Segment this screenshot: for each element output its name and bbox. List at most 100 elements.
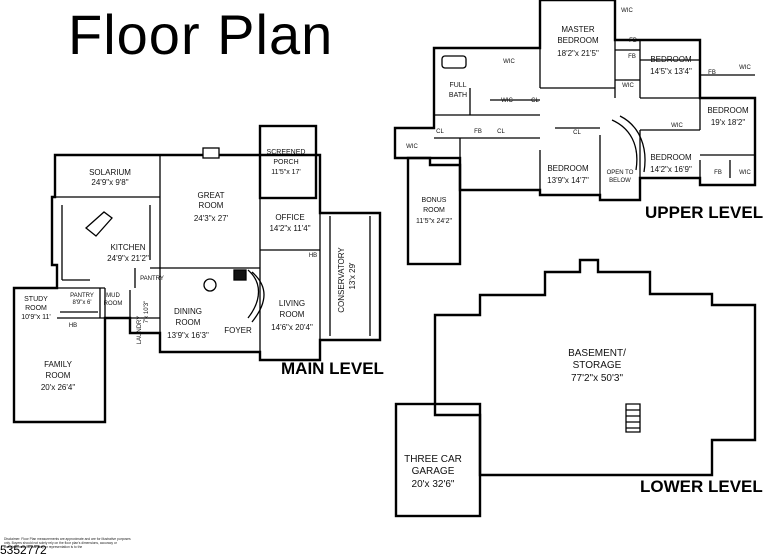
family-room-label-1: FAMILY (44, 360, 73, 369)
bedroom-a-label: BEDROOM (650, 55, 692, 64)
upper-level-label: UPPER LEVEL (645, 203, 764, 222)
wic-label-6: WIC (671, 123, 683, 129)
open-to-below-2: BELOW (609, 178, 631, 184)
great-room-label-1: GREAT (198, 191, 225, 200)
foyer-label: FOYER (224, 326, 252, 335)
laundry-label: LAUNDRY (137, 316, 143, 345)
bonus-room-label-2: ROOM (423, 207, 445, 214)
dining-room-label-1: DINING (174, 307, 202, 316)
conservatory-inner-icon (329, 216, 371, 336)
bonus-room-label-1: BONUS (422, 197, 447, 204)
dining-room-dims: 13'9"x 16'3" (167, 331, 209, 340)
laundry-dims: 7'x 10'3" (144, 301, 150, 323)
basement-outline (433, 258, 757, 477)
lower-level-label: LOWER LEVEL (640, 477, 763, 496)
screened-porch-outline (258, 124, 318, 200)
hearth-icon (233, 269, 247, 281)
wic-label-3: WIC (501, 98, 513, 104)
cl-label-4: CL (573, 130, 581, 136)
full-bath-label-1: FULL (449, 82, 466, 89)
great-room-label-2: ROOM (199, 201, 224, 210)
kitchen-counter-icon (61, 205, 151, 281)
wic-label-4: WIC (622, 83, 634, 89)
bedroom-c-dims: 14'2"x 16'9" (650, 165, 692, 174)
office-dims: 14'2"x 11'4" (269, 224, 310, 233)
master-bedroom-label-1: MASTER (561, 25, 595, 34)
hb-label-family: HB (69, 323, 77, 329)
bedroom-b-dims: 19'x 18'2" (711, 118, 746, 127)
basement-label-1: BASEMENT/ (568, 348, 626, 359)
fb-label-4: FB (714, 170, 722, 176)
listing-number: 5352772 (0, 543, 47, 557)
great-room-dims: 24'3"x 27' (194, 214, 229, 223)
screened-porch-label-2: PORCH (273, 159, 298, 166)
screened-porch-dims: 11'5"x 17' (271, 169, 301, 176)
main-level-outline (12, 153, 382, 424)
basement-stair-icon (625, 403, 641, 433)
master-bedroom-label-2: BEDROOM (557, 36, 599, 45)
bonus-room-dims: 11'5"x 24'2" (416, 218, 452, 225)
solarium-dims: 24'9"x 9'8" (91, 178, 128, 187)
dining-table-icon (203, 278, 217, 292)
open-to-below-1: OPEN TO (607, 170, 634, 176)
kitchen-label: KITCHEN (110, 243, 145, 252)
upper-level-interior-walls (434, 40, 755, 195)
pantry-small-dims: 8'9"x 6' (72, 300, 91, 306)
fb-label-3: FB (708, 70, 716, 76)
fireplace-icon (202, 147, 220, 159)
kitchen-island-icon (84, 211, 113, 237)
study-room-dims: 10'9"x 11' (21, 314, 51, 321)
screened-porch-label-1: SCREENED (267, 149, 306, 156)
hb-label-office: HB (309, 253, 317, 259)
bedroom-d-label: BEDROOM (547, 164, 589, 173)
main-stair-icon (247, 269, 265, 323)
study-room-label-1: STUDY (24, 296, 48, 303)
dining-room-label-2: ROOM (176, 318, 201, 327)
basement-label-2: STORAGE (573, 360, 622, 371)
page-title: Floor Plan (68, 3, 334, 66)
garage-dims: 20'x 32'6" (412, 479, 455, 490)
garage-outline (394, 402, 482, 518)
office-label: OFFICE (275, 213, 304, 222)
fb-label-2: FB (628, 54, 636, 60)
bathtub-icon (441, 55, 467, 69)
kitchen-dims: 24'9"x 21'2" (107, 254, 149, 263)
family-room-label-2: ROOM (46, 371, 71, 380)
main-level-label: MAIN LEVEL (281, 359, 384, 378)
study-room-label-2: ROOM (25, 305, 47, 312)
cl-label-3: CL (497, 129, 505, 135)
garage-label-2: GARAGE (412, 466, 455, 477)
upper-stair-icon (611, 115, 646, 173)
bonus-room-outline (406, 156, 462, 266)
conservatory-label: CONSERVATORY (337, 247, 346, 313)
main-level-interior-walls (55, 155, 321, 422)
living-room-label-1: LIVING (279, 299, 305, 308)
cl-label-2: CL (436, 129, 444, 135)
wic-label-5: WIC (739, 65, 751, 71)
disclaimer-text: Disclaimer: Floor Plan measurements are … (4, 537, 131, 549)
fb-label-5: FB (474, 129, 482, 135)
cl-label-1: CL (531, 98, 539, 104)
family-room-dims: 20'x 26'4" (41, 383, 76, 392)
garage-label-1: THREE CAR (404, 454, 462, 465)
bedroom-c-label: BEDROOM (650, 153, 692, 162)
pantry-label: PANTRY (140, 276, 164, 282)
solarium-label: SOLARIUM (89, 168, 131, 177)
bedroom-a-dims: 14'5"x 13'4" (650, 67, 692, 76)
fb-label-1: FB (629, 38, 637, 44)
wic-label-7: WIC (739, 170, 751, 176)
basement-dims: 77'2"x 50'3" (571, 373, 624, 384)
wic-label-1: WIC (621, 8, 633, 14)
bedroom-d-dims: 13'9"x 14'7" (547, 176, 589, 185)
conservatory-dims: 13'x 29' (348, 262, 357, 290)
living-room-dims: 14'6"x 20'4" (271, 323, 313, 332)
full-bath-label-2: BATH (449, 92, 467, 99)
mud-room-label-2: ROOM (104, 301, 123, 307)
living-room-label-2: ROOM (280, 310, 305, 319)
master-bedroom-dims: 18'2"x 21'5" (557, 49, 599, 58)
wic-label-2: WIC (503, 59, 515, 65)
bedroom-b-label: BEDROOM (707, 106, 749, 115)
pantry-small-label: PANTRY (70, 293, 94, 299)
mud-room-label-1: MUD (106, 293, 120, 299)
